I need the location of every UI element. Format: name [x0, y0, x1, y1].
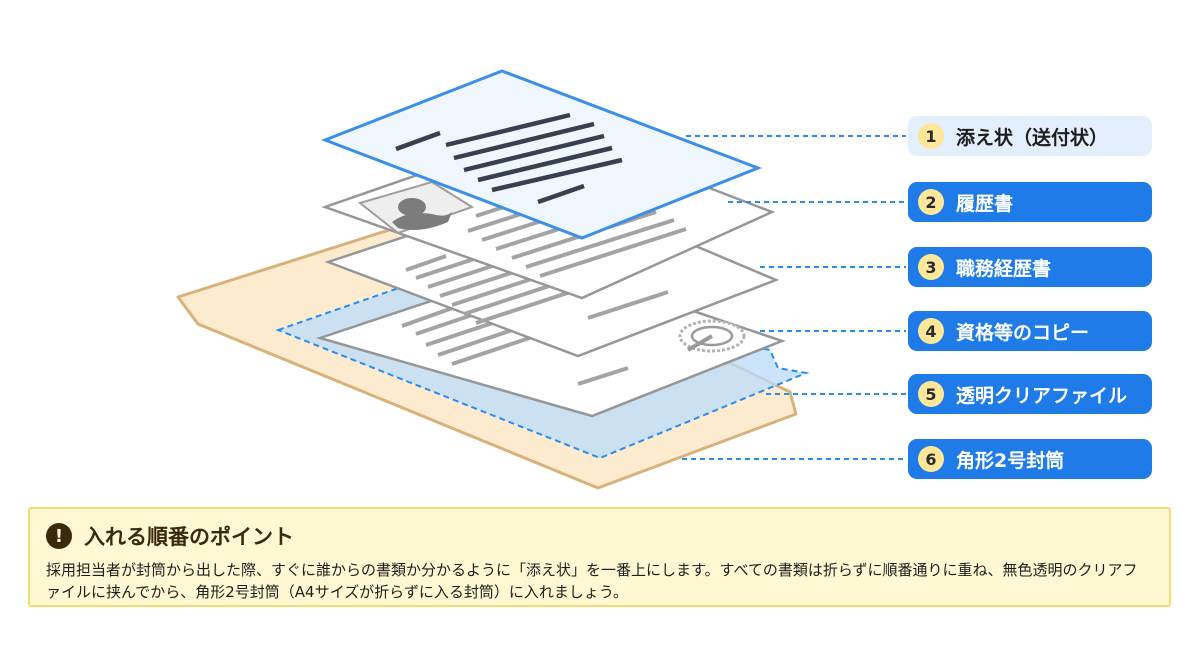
- label-clear-file: 5 透明クリアファイル: [908, 374, 1152, 414]
- label-text-1: 添え状（送付状）: [956, 126, 1109, 149]
- label-envelope: 6 角形2号封筒: [908, 439, 1152, 479]
- label-text-5: 透明クリアファイル: [956, 384, 1128, 407]
- leader-lines: [682, 135, 906, 460]
- person-photo-icon: [357, 180, 475, 235]
- label-career-history: 3 職務経歴書: [908, 247, 1152, 287]
- label-text-6: 角形2号封筒: [956, 449, 1065, 472]
- tip-header: ! 入れる順番のポイント: [46, 519, 1155, 553]
- cover-letter-sheet-shape: [320, 69, 763, 240]
- step-badge-4: 4: [918, 318, 944, 344]
- exclamation-circle-icon: !: [46, 523, 72, 549]
- label-cover-letter: 1 添え状（送付状）: [908, 116, 1152, 156]
- step-badge-6: 6: [918, 446, 944, 472]
- cover-letter-text-lines: [395, 112, 623, 205]
- step-badge-3: 3: [918, 254, 944, 280]
- label-certificate-copy: 4 資格等のコピー: [908, 311, 1152, 351]
- step-badge-5: 5: [918, 381, 944, 407]
- label-text-4: 資格等のコピー: [956, 321, 1090, 344]
- certificate-seal-icon: [678, 319, 746, 353]
- tip-box: ! 入れる順番のポイント 採用担当者が封筒から出した際、すぐに誰からの書類か分か…: [28, 507, 1171, 607]
- tip-body: 採用担当者が封筒から出した際、すぐに誰からの書類か分かるように「添え状」を一番上…: [46, 561, 1138, 601]
- cover-letter-sheet: [320, 69, 763, 240]
- label-text-2: 履歴書: [956, 192, 1014, 215]
- label-text-3: 職務経歴書: [956, 257, 1052, 280]
- step-badge-1: 1: [918, 123, 944, 149]
- label-resume: 2 履歴書: [908, 182, 1152, 222]
- step-badge-2: 2: [918, 189, 944, 215]
- tip-title: 入れる順番のポイント: [84, 525, 294, 549]
